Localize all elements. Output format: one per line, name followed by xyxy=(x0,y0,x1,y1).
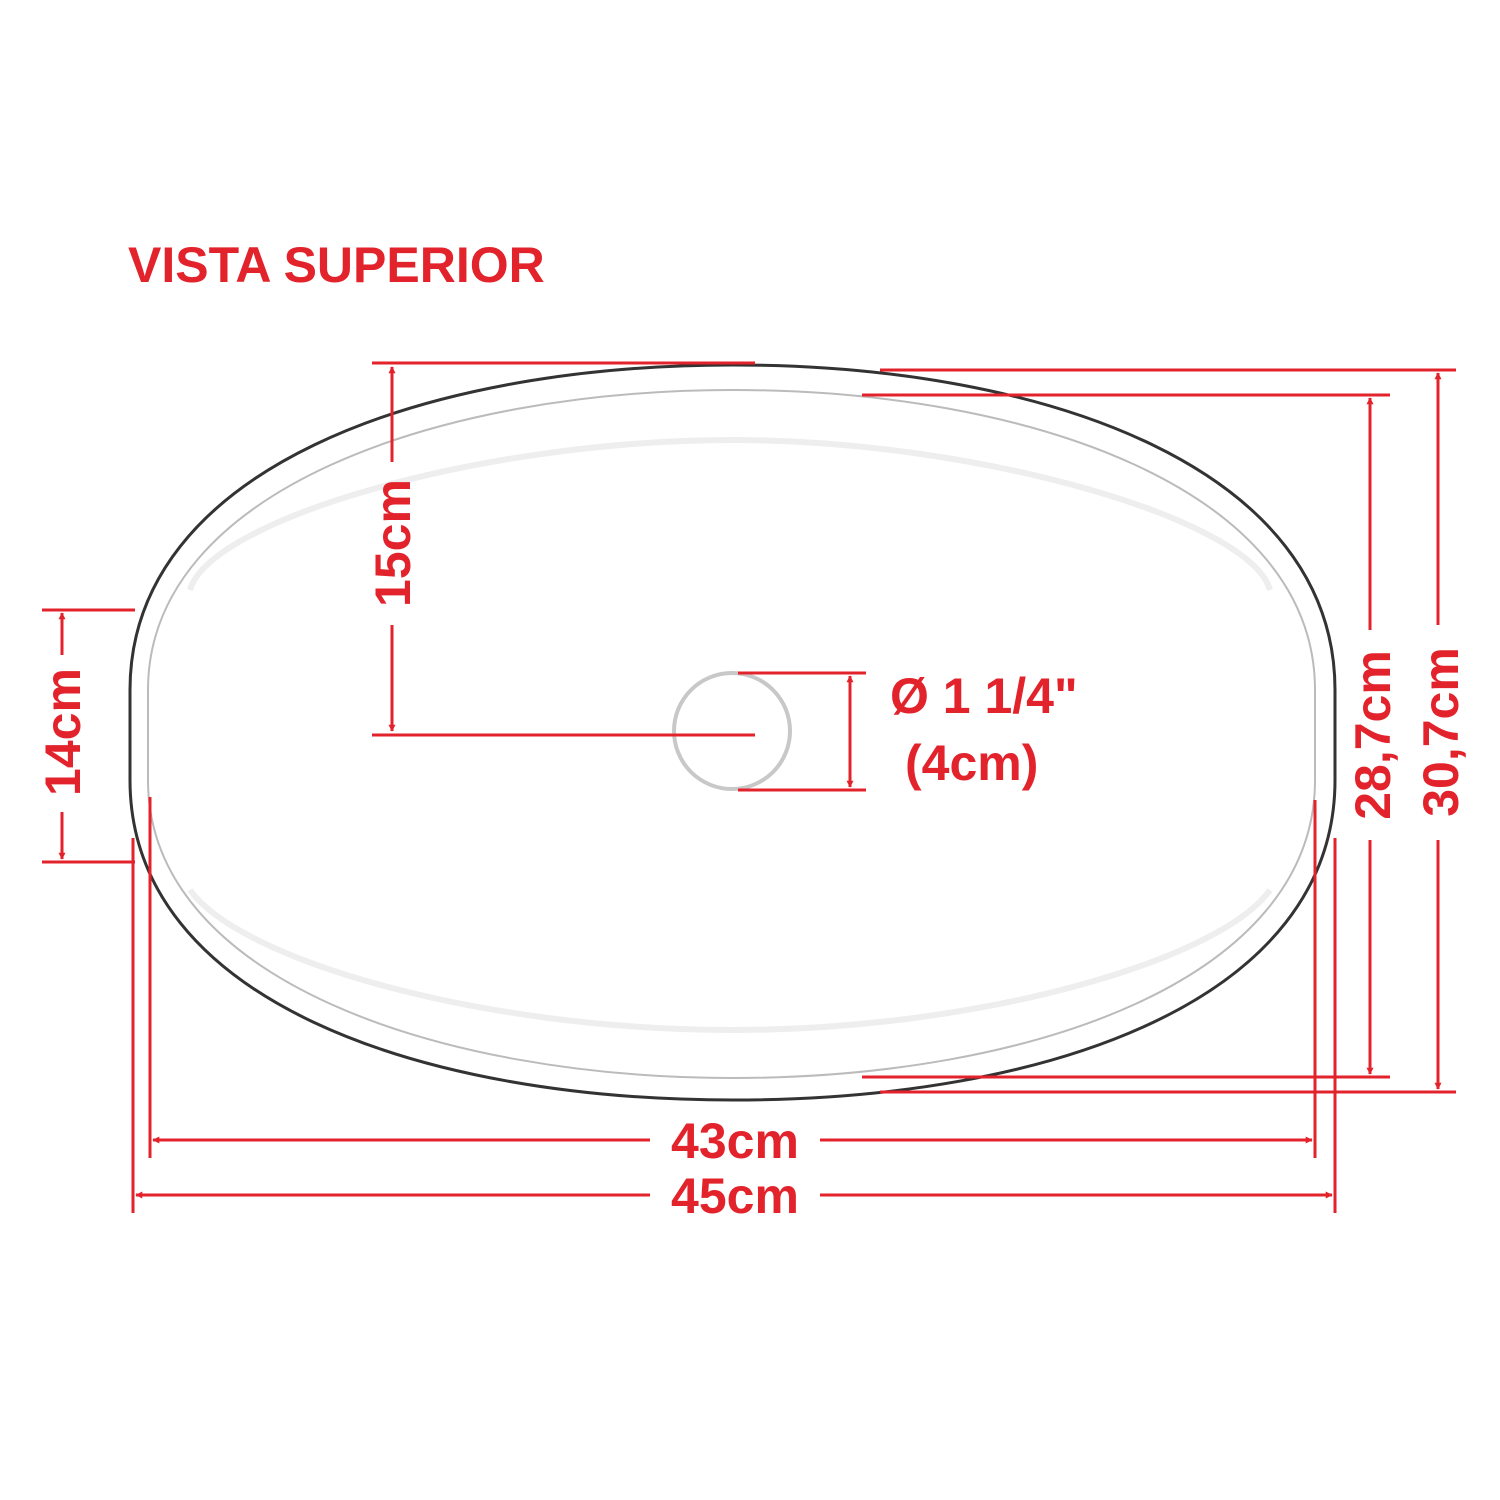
view-title: VISTA SUPERIOR xyxy=(128,237,545,293)
basin-inner-outline xyxy=(147,388,1316,1080)
dimension-inner-depth: 28,7cm xyxy=(862,393,1401,1079)
label-43cm: 43cm xyxy=(671,1113,799,1169)
dimension-outer-depth: 30,7cm xyxy=(880,368,1469,1094)
dimension-outer-width: 45cm xyxy=(131,838,1337,1224)
dimension-inner-width: 43cm xyxy=(148,797,1317,1169)
label-14cm: 14cm xyxy=(35,668,91,796)
label-28-7cm: 28,7cm xyxy=(1345,650,1401,820)
dimension-side-height: 14cm xyxy=(35,608,135,864)
label-30-7cm: 30,7cm xyxy=(1413,647,1469,817)
label-drain-inches: Ø 1 1/4" xyxy=(890,668,1078,724)
label-45cm: 45cm xyxy=(671,1168,799,1224)
dimension-drain-diameter: Ø 1 1/4" (4cm) xyxy=(375,668,1078,792)
basin-bowl-shading xyxy=(187,437,1273,1033)
drain-hole xyxy=(672,671,792,791)
label-15cm: 15cm xyxy=(365,479,421,607)
label-drain-cm: (4cm) xyxy=(905,735,1038,791)
